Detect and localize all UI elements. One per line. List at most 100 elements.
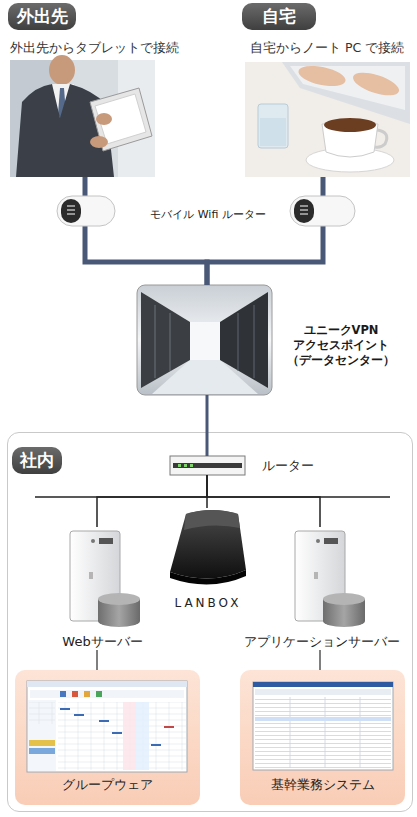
cup-handle bbox=[375, 130, 387, 147]
system-label: グループウェア bbox=[15, 777, 200, 793]
glass-water bbox=[260, 118, 286, 146]
router-shell bbox=[57, 196, 115, 226]
table-column-line bbox=[325, 697, 326, 768]
server-tower bbox=[295, 531, 345, 621]
schedule-entry bbox=[99, 720, 109, 722]
photo-window bbox=[118, 60, 155, 177]
schedule-grid bbox=[58, 702, 186, 770]
laptop-keys bbox=[290, 66, 405, 110]
business-system-screenshot bbox=[253, 682, 393, 770]
typing-hand bbox=[297, 62, 348, 90]
cup-saucer bbox=[306, 148, 394, 172]
connector-line bbox=[207, 475, 320, 527]
connector-line bbox=[96, 650, 98, 670]
connector-line bbox=[85, 177, 207, 285]
selected-row bbox=[255, 717, 391, 721]
toolbar-icon bbox=[96, 691, 102, 697]
datacenter-node: ユニークVPN アクセスポイント （データセンター） bbox=[137, 285, 272, 395]
tablet-user-photo bbox=[10, 55, 155, 177]
person-hand bbox=[96, 113, 112, 125]
router-node: ルーター bbox=[170, 456, 245, 475]
lanbox-node: LANBOX bbox=[168, 508, 248, 610]
rack-edge bbox=[238, 313, 239, 371]
coffee-cup bbox=[322, 124, 378, 157]
lanbox-base bbox=[170, 570, 246, 585]
app-server-icon bbox=[295, 531, 365, 627]
rack-edge bbox=[155, 305, 156, 378]
web-server-icon bbox=[70, 531, 140, 627]
mini-calendar bbox=[29, 702, 55, 724]
connector-line bbox=[319, 650, 321, 670]
screen-toolbar bbox=[30, 690, 184, 698]
server-drive bbox=[99, 538, 113, 544]
schedule-entry bbox=[164, 726, 174, 728]
coffee bbox=[324, 118, 376, 132]
area-tab: 社内 bbox=[12, 447, 62, 474]
corridor-floor bbox=[152, 360, 258, 394]
router-indicator bbox=[300, 214, 308, 215]
connector-line bbox=[207, 177, 323, 285]
photo-building bbox=[10, 60, 65, 177]
table-column-line bbox=[290, 697, 291, 768]
router-device bbox=[170, 456, 245, 475]
screen-titlebar bbox=[27, 681, 187, 687]
rack-edge bbox=[170, 313, 171, 371]
panel-tab: 自宅 bbox=[242, 3, 316, 30]
weekend-column bbox=[136, 702, 149, 770]
connector-line bbox=[206, 395, 209, 456]
weekend-column bbox=[123, 702, 136, 770]
connector-line bbox=[206, 475, 208, 508]
tablet-screen bbox=[95, 94, 146, 144]
person-hand bbox=[90, 136, 108, 148]
server-slot bbox=[314, 572, 318, 579]
screen-frame bbox=[27, 681, 187, 772]
person-suit bbox=[16, 84, 114, 177]
database-top bbox=[98, 593, 140, 605]
router-case bbox=[170, 456, 245, 475]
screen-frame bbox=[253, 682, 393, 770]
router-led bbox=[184, 464, 187, 467]
mobile-wifi-router bbox=[290, 196, 355, 226]
system-label: 基幹業務システム bbox=[240, 777, 405, 793]
typing-hand bbox=[350, 68, 401, 100]
groupware-screenshot bbox=[27, 681, 187, 772]
device-caption: モバイル Wifi ルーター bbox=[128, 208, 288, 221]
schedule-entry bbox=[151, 744, 161, 746]
photo-background bbox=[245, 62, 410, 177]
router-indicator bbox=[67, 214, 75, 215]
rack-row bbox=[141, 292, 190, 388]
data-table bbox=[255, 697, 391, 768]
panel-caption: 外出先からタブレットで接続 bbox=[10, 40, 190, 55]
router-shell bbox=[290, 196, 355, 226]
server-button bbox=[91, 539, 95, 543]
router-front bbox=[173, 463, 242, 468]
datacenter-label: ユニークVPN アクセスポイント （データセンター） bbox=[283, 323, 399, 368]
water-glass bbox=[258, 104, 288, 148]
lanbox-body bbox=[170, 510, 246, 579]
person-head bbox=[49, 55, 75, 85]
database-cylinder bbox=[323, 599, 365, 627]
remote-site-panel: 外出先外出先からタブレットで接続 bbox=[10, 60, 155, 177]
schedule-entry bbox=[112, 732, 122, 734]
router-indicator bbox=[67, 210, 75, 211]
datacenter-frame bbox=[137, 285, 272, 395]
lanbox-device bbox=[170, 510, 246, 585]
router-display bbox=[61, 199, 81, 223]
datacenter-photo bbox=[137, 285, 272, 395]
laptop-keyboard bbox=[282, 62, 410, 124]
laptop-photo bbox=[245, 62, 410, 177]
server-tower bbox=[70, 531, 120, 621]
sidebar-item bbox=[29, 748, 55, 754]
screen-toolbar bbox=[255, 689, 391, 695]
server-button bbox=[316, 539, 320, 543]
database-top bbox=[323, 593, 365, 605]
sidebar-item bbox=[29, 740, 55, 746]
photo-background bbox=[10, 60, 155, 177]
office-area: 社内ルーターWebサーバーLANBOXアプリケーションサーバーグループウェア基幹… bbox=[7, 432, 413, 812]
toolbar-icon bbox=[60, 691, 66, 697]
